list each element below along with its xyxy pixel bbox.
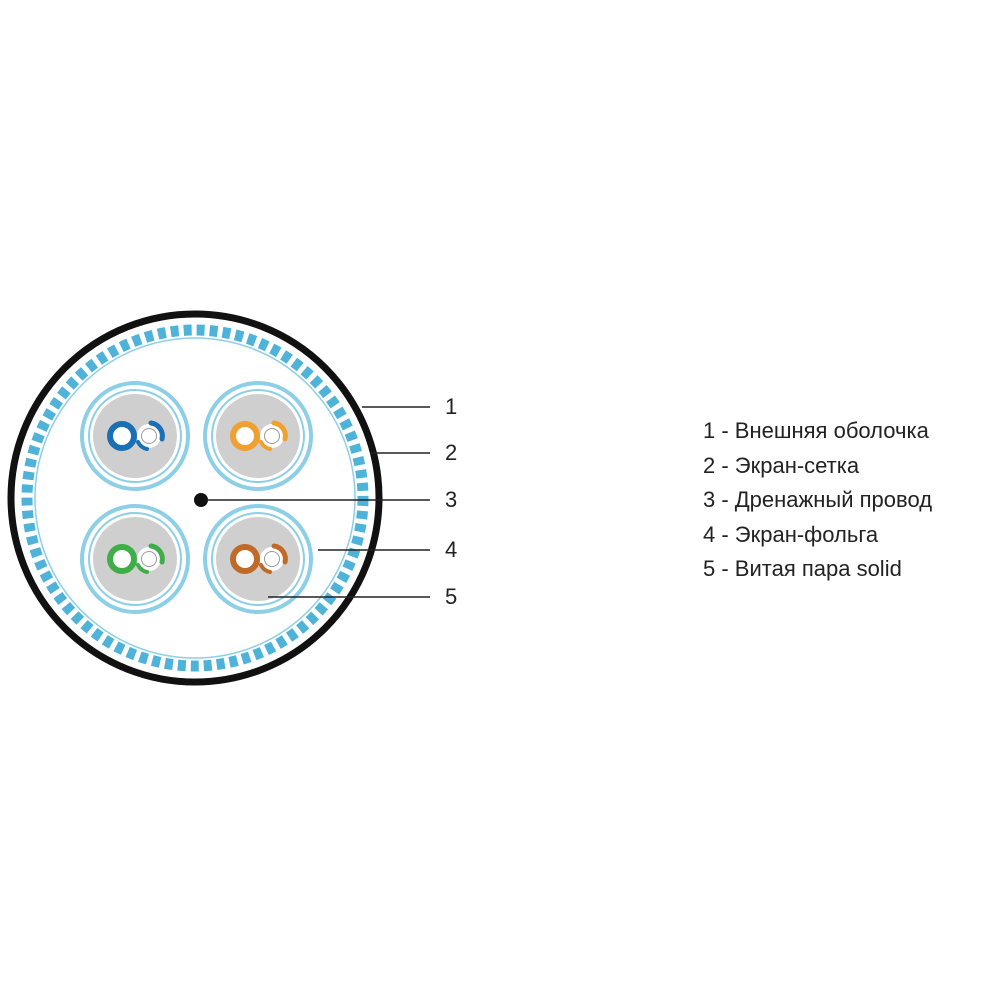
conductor-colored-blue xyxy=(107,421,137,451)
conductor-stripe-green xyxy=(148,543,165,565)
leader-lines xyxy=(208,406,430,598)
legend-item-2: 2 - Экран-сетка xyxy=(703,452,860,478)
pair-brown xyxy=(203,504,313,614)
conductor-colored-orange xyxy=(230,421,260,451)
conductor-core-green xyxy=(141,551,157,567)
conductor-stripe-lower-green xyxy=(136,563,149,574)
legend-item-1: 1 - Внешняя оболочка xyxy=(703,418,929,443)
drain-wire xyxy=(194,493,208,507)
conductor-colored-green xyxy=(107,544,137,574)
conductor-stripe-orange xyxy=(271,420,288,442)
braid-screen-inner-edge xyxy=(34,337,356,659)
conductor-core-brown xyxy=(264,551,280,567)
pair-blue xyxy=(80,381,190,491)
legend: 1 - Внешняя оболочка 2 - Экран-сетка 3 -… xyxy=(703,414,932,587)
conductor-core-orange xyxy=(264,428,280,444)
callout-number-2: 2 xyxy=(445,440,457,465)
conductor-colored-brown xyxy=(230,544,260,574)
conductor-stripe-brown xyxy=(271,543,288,565)
callout-number-1: 1 xyxy=(445,394,457,419)
conductor-core-blue xyxy=(141,428,157,444)
conductor-stripe-lower-brown xyxy=(259,563,272,574)
pair-orange xyxy=(203,381,313,491)
pair-green xyxy=(80,504,190,614)
conductor-stripe-lower-blue xyxy=(136,440,149,451)
callout-number-3: 3 xyxy=(445,487,457,512)
conductor-stripe-lower-orange xyxy=(259,440,272,451)
twisted-pairs xyxy=(80,381,313,614)
braid-screen xyxy=(21,324,369,672)
callout-number-4: 4 xyxy=(445,537,457,562)
legend-item-4: 4 - Экран-фольга xyxy=(703,521,879,547)
legend-item-5: 5 - Витая пара solid xyxy=(703,556,902,581)
conductor-stripe-blue xyxy=(148,420,165,442)
legend-item-3: 3 - Дренажный провод xyxy=(703,487,933,512)
callout-number-5: 5 xyxy=(445,584,457,609)
